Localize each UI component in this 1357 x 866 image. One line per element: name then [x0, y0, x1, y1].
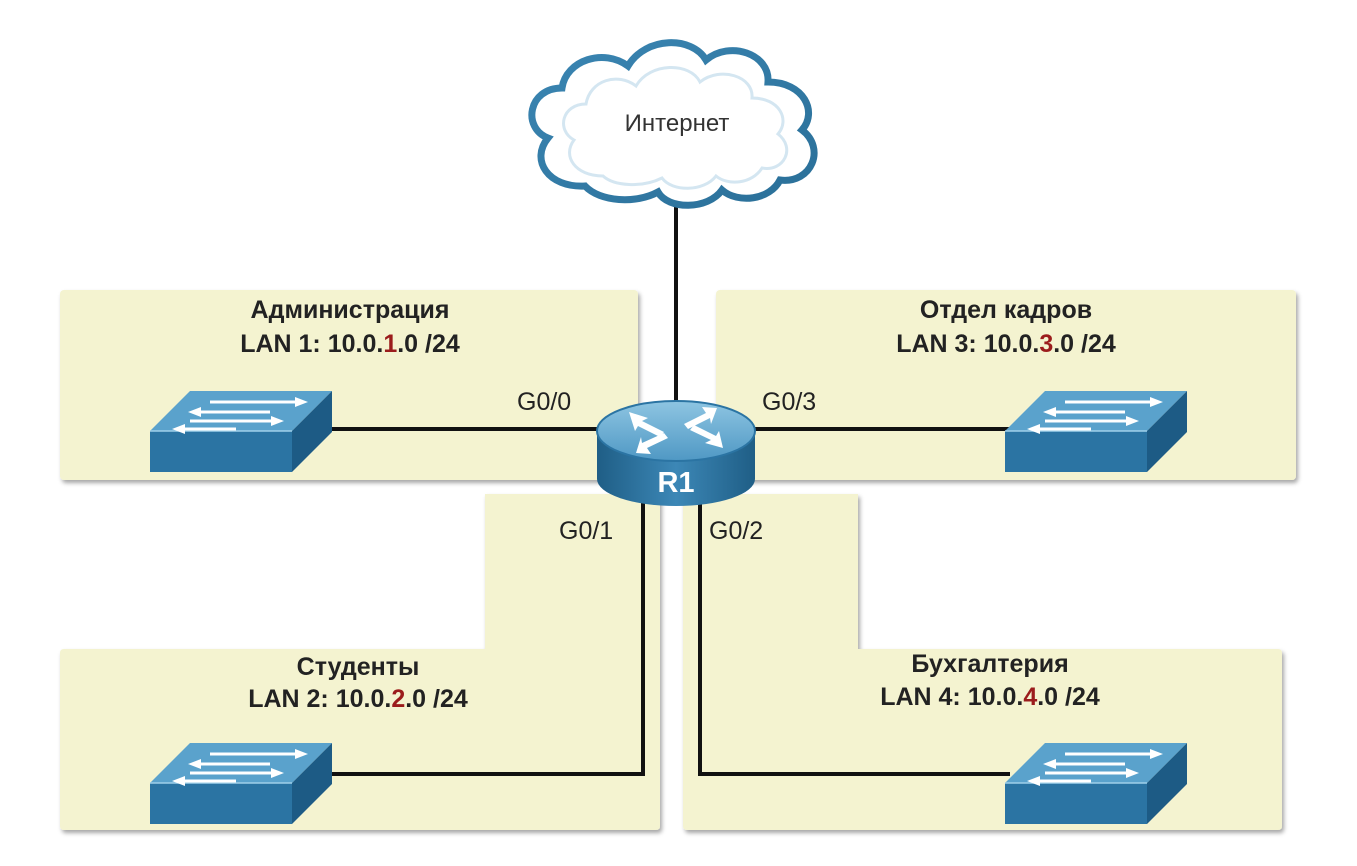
lan4-octet: 4	[1023, 683, 1037, 711]
port-g0-1: G0/1	[559, 517, 613, 545]
router-r1: R1	[596, 400, 756, 506]
lan4-name: Бухгалтерия	[911, 650, 1068, 678]
lan1-address: LAN 1: 10.0.1.0 /24	[240, 330, 460, 358]
lan3-name: Отдел кадров	[920, 296, 1092, 324]
lan3-address: LAN 3: 10.0.3.0 /24	[896, 330, 1116, 358]
port-g0-2: G0/2	[709, 517, 763, 545]
lan1-name: Администрация	[251, 296, 450, 324]
router-label: R1	[657, 467, 694, 499]
router-arrows-icon	[629, 407, 723, 454]
cable-lan4	[698, 495, 1010, 776]
lan2-address: LAN 2: 10.0.2.0 /24	[248, 685, 468, 713]
internet-cloud: Интернет	[528, 39, 818, 209]
lan2-name: Студенты	[297, 653, 420, 681]
lan2-octet: 2	[391, 685, 405, 713]
internet-label: Интернет	[625, 110, 730, 137]
port-g0-0: G0/0	[517, 388, 571, 416]
cable-lan2	[330, 495, 645, 776]
port-g0-3: G0/3	[762, 388, 816, 416]
cables	[330, 190, 1010, 776]
lan1-octet: 1	[383, 330, 397, 358]
lan4-address: LAN 4: 10.0.4.0 /24	[880, 683, 1100, 711]
lan3-octet: 3	[1039, 330, 1053, 358]
